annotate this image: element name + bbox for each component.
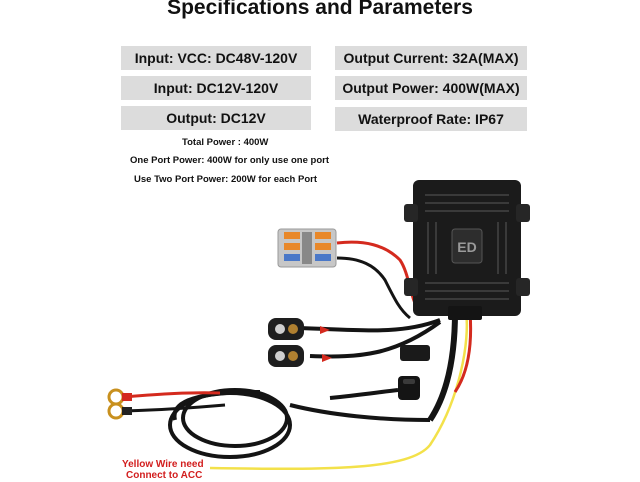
page-title: Specifications and Parameters bbox=[167, 0, 473, 19]
acc-warning-line1: Yellow Wire need bbox=[122, 459, 204, 470]
black-ring-wire bbox=[123, 403, 226, 413]
main-harness bbox=[427, 311, 458, 422]
ring-terminal-icon bbox=[107, 388, 132, 420]
spec-input: Input: DC12V-120V bbox=[121, 76, 311, 100]
spec-input-vcc: Input: VCC: DC48V-120V bbox=[121, 46, 311, 70]
fuse-holder-icon bbox=[329, 376, 420, 400]
coiled-cable bbox=[168, 388, 431, 459]
acc-warning-line2: Connect to ACC bbox=[126, 470, 203, 481]
spec-waterproof: Waterproof Rate: IP67 bbox=[335, 107, 527, 131]
spec-output-current: Output Current: 32A(MAX) bbox=[335, 46, 527, 70]
sae-connector-icon bbox=[268, 318, 442, 367]
converter-icon: ED bbox=[404, 180, 530, 320]
yellow-acc-wire bbox=[209, 311, 469, 471]
spec-output: Output: DC12V bbox=[121, 106, 311, 130]
note-total-power: Total Power : 400W bbox=[182, 137, 269, 148]
svg-text:ED: ED bbox=[457, 239, 476, 255]
note-one-port: One Port Power: 400W for only use one po… bbox=[130, 155, 329, 166]
red-ring-wire bbox=[123, 391, 221, 399]
note-two-port: Use Two Port Power: 200W for each Port bbox=[134, 174, 318, 185]
inline-connector-icon bbox=[400, 345, 430, 361]
lever-connector-icon bbox=[277, 228, 337, 268]
spec-output-power: Output Power: 400W(MAX) bbox=[335, 76, 527, 100]
